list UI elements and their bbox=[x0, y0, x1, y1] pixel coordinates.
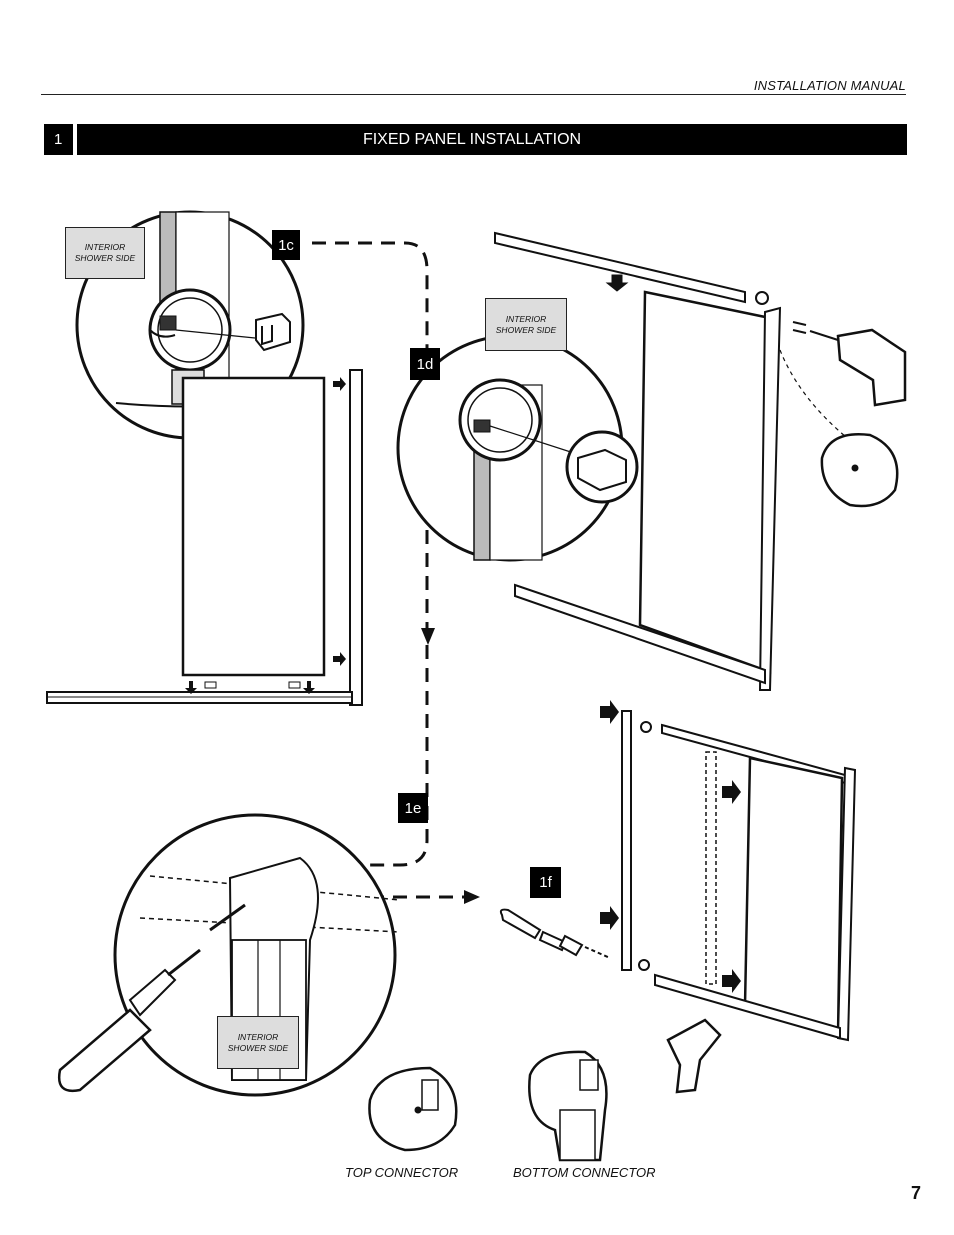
interior-side-label-1d: INTERIOR SHOWER SIDE bbox=[485, 298, 567, 351]
assembly-lower bbox=[621, 710, 857, 1094]
step-tag-1e: 1e bbox=[398, 793, 428, 823]
top-connector-caption: TOP CONNECTOR bbox=[345, 1165, 459, 1180]
interior-side-label-1c: INTERIOR SHOWER SIDE bbox=[65, 227, 145, 279]
step-tag-1f: 1f bbox=[530, 867, 561, 898]
top-connector-drawing bbox=[368, 1066, 458, 1152]
left-panel-arrows bbox=[185, 377, 346, 694]
fixed-panel-left bbox=[46, 369, 363, 706]
screwdriver-small bbox=[499, 908, 611, 959]
page-number: 7 bbox=[910, 1183, 921, 1203]
step-tag-1d: 1d bbox=[410, 348, 440, 380]
lower-assembly-arrows bbox=[600, 700, 741, 993]
section-title: FIXED PANEL INSTALLATION bbox=[362, 130, 582, 148]
flow-path bbox=[312, 241, 470, 899]
header-divider bbox=[41, 94, 906, 95]
step-number: 1 bbox=[44, 124, 73, 155]
bottom-connector-drawing bbox=[528, 1050, 608, 1162]
flow-arrow-right bbox=[464, 890, 480, 904]
interior-side-label-1e: INTERIOR SHOWER SIDE bbox=[217, 1016, 299, 1069]
assembly-upper bbox=[494, 231, 907, 691]
manual-title: INSTALLATION MANUAL bbox=[753, 78, 906, 93]
step-tag-1c: 1c bbox=[272, 230, 300, 260]
section-title-bar: FIXED PANEL INSTALLATION bbox=[77, 124, 907, 155]
bottom-connector-caption: BOTTOM CONNECTOR bbox=[513, 1165, 656, 1180]
flow-arrow-down bbox=[421, 628, 435, 645]
